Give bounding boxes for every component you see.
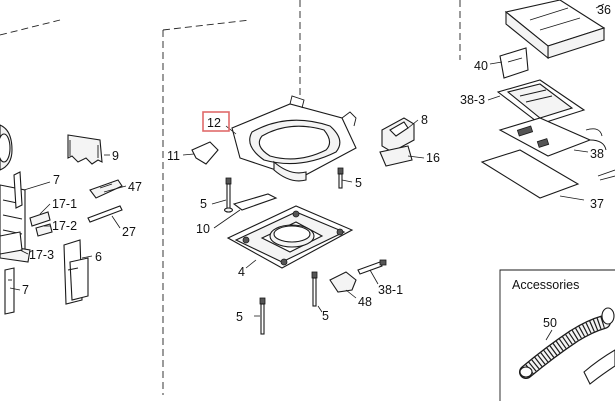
part-8-hanger: [381, 117, 415, 153]
label-38-3: 38-3: [460, 93, 485, 107]
part-5-screw-d: [311, 271, 318, 307]
part-4-base-plate: [226, 205, 354, 269]
part-38-1-rod: [357, 259, 387, 275]
part-11-bracket: [191, 141, 219, 165]
label-11: 11: [167, 149, 180, 163]
part-6-bracket: [63, 239, 89, 305]
part-10-bar: [232, 193, 278, 211]
label-5-a: 5: [200, 197, 207, 211]
part-38-control-board: [498, 117, 607, 157]
label-40: 40: [474, 59, 488, 73]
label-17-1: 17-1: [52, 197, 77, 211]
label-27: 27: [122, 225, 136, 239]
part-5-screw-c: [259, 297, 266, 335]
label-9: 9: [112, 149, 119, 163]
label-12: 12: [207, 116, 221, 130]
part-5-screw-b: [337, 167, 344, 189]
accessories-box: [499, 269, 615, 401]
part-5-screw-a: [223, 177, 234, 213]
part-labels: 36 40 38-3 38 37 8 16 12 11 9 7 47 17-1 …: [22, 3, 611, 330]
label-5-d: 5: [322, 309, 329, 323]
part-16-bracket: [379, 145, 413, 167]
label-37: 37: [590, 197, 604, 211]
label-38: 38: [590, 147, 604, 161]
label-48: 48: [358, 295, 372, 309]
label-4: 4: [238, 265, 245, 279]
leader-lines: [9, 3, 605, 341]
part-9-bracket: [67, 134, 103, 165]
label-5-c: 5: [236, 310, 243, 324]
label-47: 47: [128, 180, 142, 194]
label-5-b: 5: [355, 176, 362, 190]
label-7-upper: 7: [53, 173, 60, 187]
part-12-frame: [231, 95, 357, 182]
accessories-title: Accessories: [512, 278, 579, 292]
part-48-bracket: [329, 271, 357, 293]
label-10: 10: [196, 222, 210, 236]
part-38-3-board: [496, 79, 586, 125]
part-37-panel: [480, 149, 580, 199]
highlight-box-part-12: [202, 111, 230, 132]
part-36-box: [504, 0, 606, 60]
label-50: 50: [543, 316, 557, 330]
label-38-1: 38-1: [378, 283, 403, 297]
part-50-drain-hose: [519, 315, 611, 379]
label-7-lower: 7: [22, 283, 29, 297]
part-37-edge: [597, 169, 615, 181]
label-36: 36: [597, 3, 611, 17]
label-17-3: 17-3: [29, 248, 54, 262]
accessory-clamp: [583, 307, 615, 385]
label-16: 16: [426, 151, 440, 165]
label-17-2: 17-2: [52, 219, 77, 233]
label-8: 8: [421, 113, 428, 127]
label-6: 6: [95, 250, 102, 264]
part-40-bracket: [499, 47, 529, 79]
left-section-parts: [0, 124, 123, 315]
section-boundaries: [0, 0, 461, 395]
